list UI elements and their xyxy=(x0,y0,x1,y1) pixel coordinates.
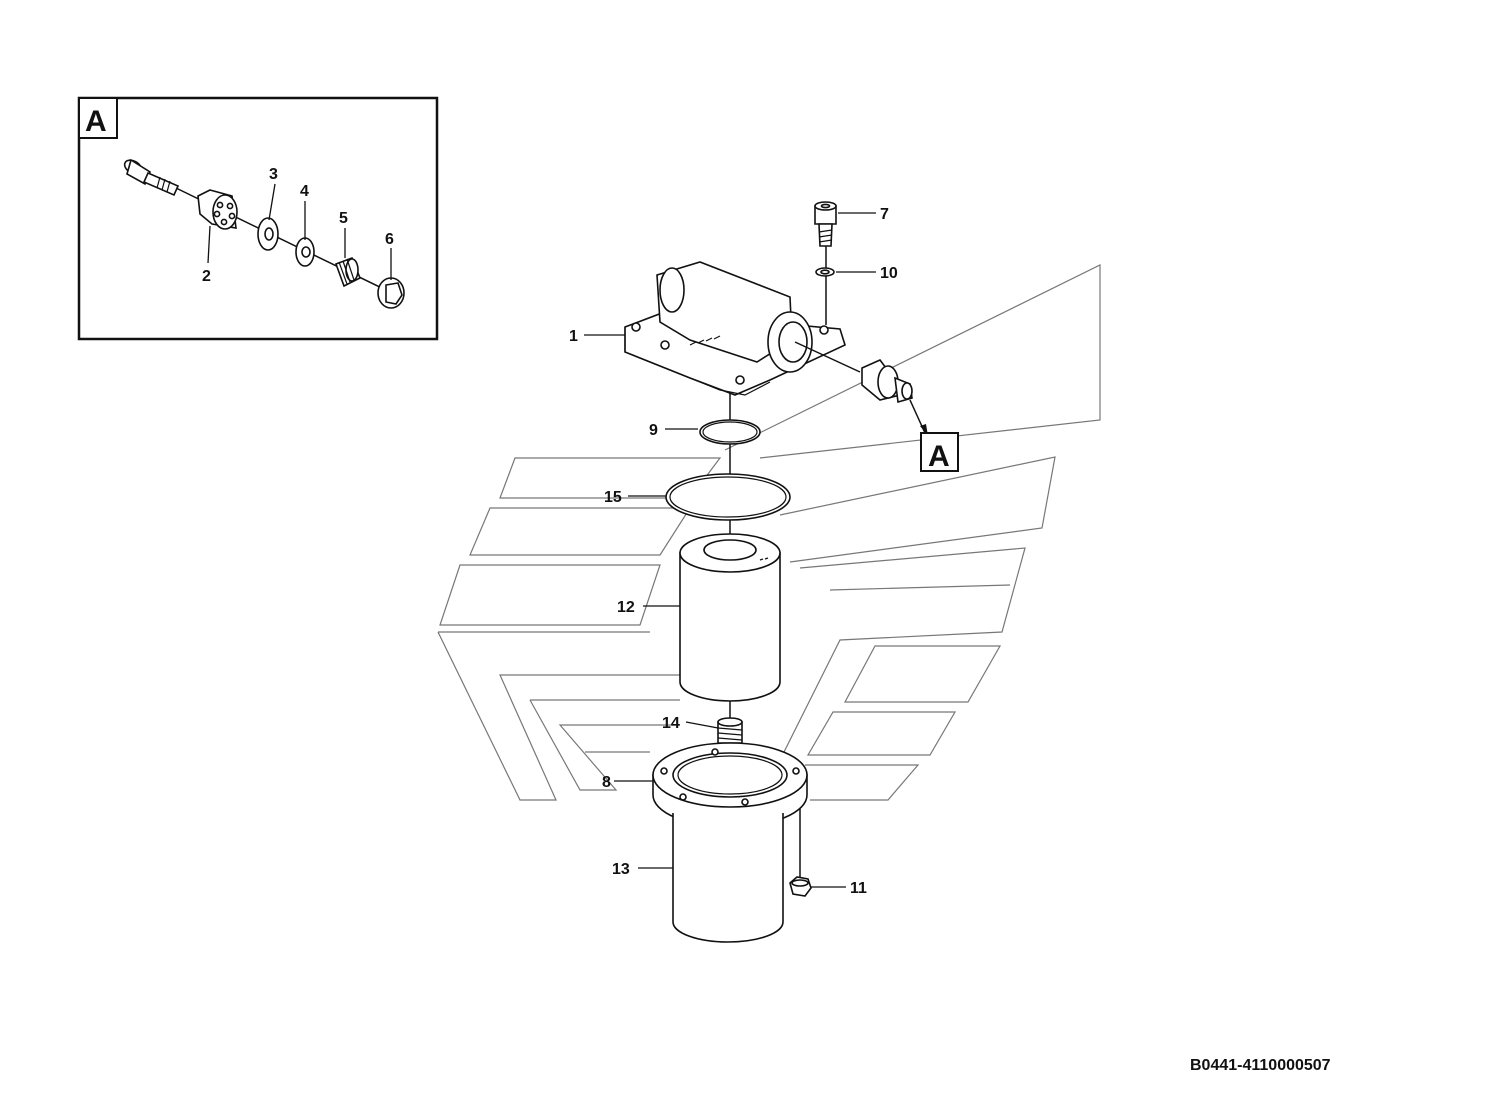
callout-3: 3 xyxy=(269,166,278,183)
detail-washer-3 xyxy=(257,217,279,251)
bolt-7 xyxy=(814,201,837,247)
nut-11 xyxy=(789,876,812,897)
detail-valve-body xyxy=(197,189,238,230)
callout-8: 8 xyxy=(602,774,611,791)
callout-2: 2 xyxy=(202,268,211,285)
detail-bolt xyxy=(123,158,180,197)
callout-12: 12 xyxy=(617,599,635,616)
callout-1: 1 xyxy=(569,328,578,345)
valve-assembly xyxy=(794,341,928,436)
spring-14 xyxy=(717,717,743,744)
detail-washer-4 xyxy=(295,237,315,267)
callout-5: 5 xyxy=(339,210,348,227)
callout-6: 6 xyxy=(385,231,394,248)
callout-4: 4 xyxy=(300,183,309,200)
housing-bowl-13 xyxy=(672,813,784,943)
drawing-code: B0441-4110000507 xyxy=(1190,1057,1331,1074)
callout-14: 14 xyxy=(662,715,680,732)
filter-head-1 xyxy=(624,261,846,396)
detail-plug-6 xyxy=(377,277,405,309)
callout-11: 11 xyxy=(850,880,867,897)
detail-spring-5 xyxy=(334,256,362,288)
seal-ring-15 xyxy=(665,473,791,521)
o-ring-9 xyxy=(699,419,761,445)
callout-9: 9 xyxy=(649,422,658,439)
detail-a-inset: A xyxy=(77,96,439,341)
callout-13: 13 xyxy=(612,861,630,878)
callout-10: 10 xyxy=(880,265,898,282)
callout-7: 7 xyxy=(880,206,889,223)
filter-element-12 xyxy=(679,533,781,702)
watermark-logo xyxy=(437,264,1101,801)
detail-a-label: A xyxy=(85,105,107,138)
view-a-marker: A xyxy=(928,440,950,473)
callout-15: 15 xyxy=(604,489,622,506)
washer-10 xyxy=(815,267,835,277)
